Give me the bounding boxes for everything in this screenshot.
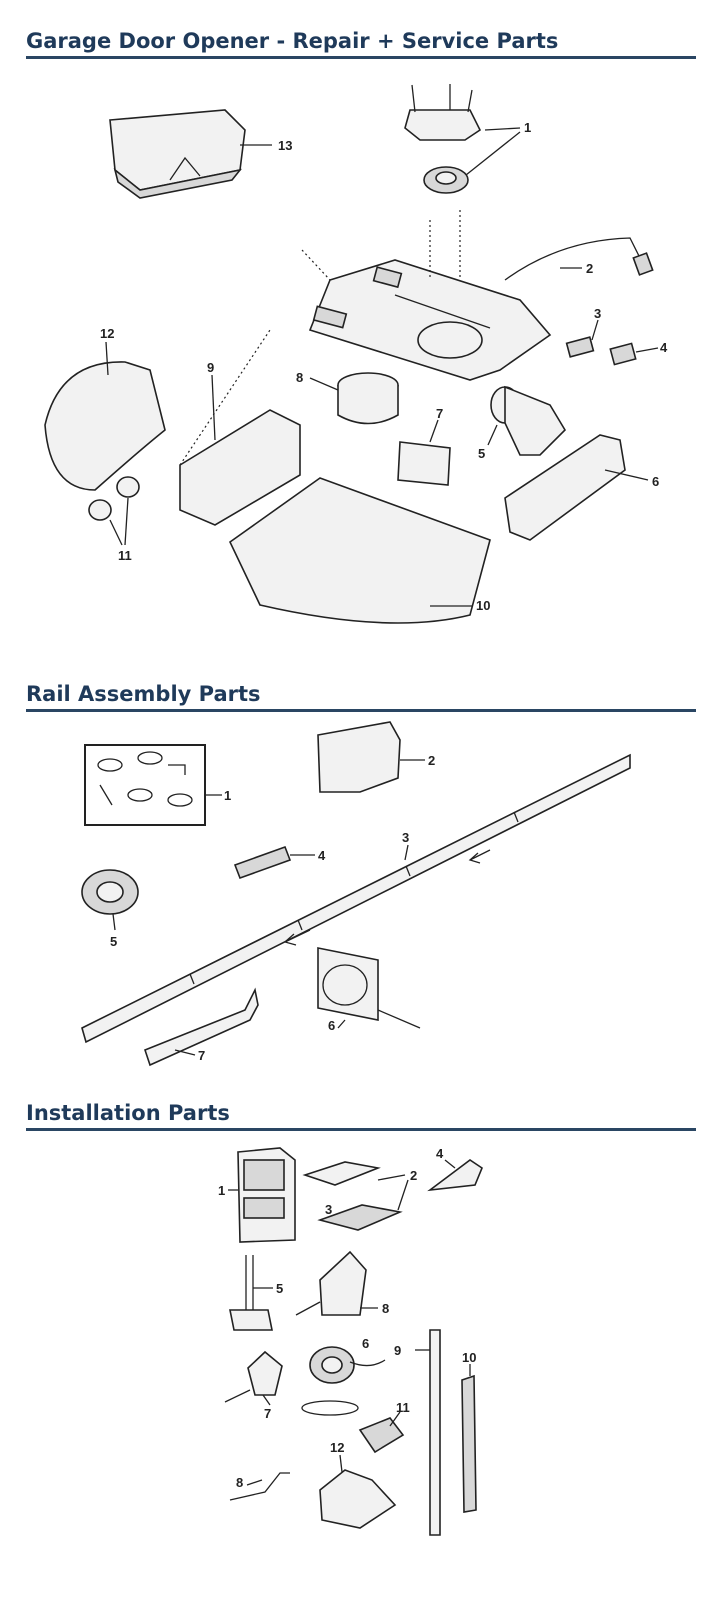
- part-end-panel[interactable]: [44, 361, 166, 491]
- part-power-cord[interactable]: [504, 237, 641, 281]
- callout-13: 13: [278, 138, 292, 153]
- callout-1: 1: [524, 120, 531, 135]
- callout-install-13: 12: [330, 1440, 344, 1455]
- part-chassis-cover[interactable]: [228, 477, 491, 624]
- part-chassis[interactable]: [308, 259, 552, 381]
- part-motor[interactable]: [490, 385, 567, 456]
- callout-11: 11: [118, 548, 132, 563]
- part-capacitor-bracket[interactable]: [397, 441, 451, 486]
- part-idler-pulley[interactable]: [81, 869, 139, 915]
- callout-rail-6: 6: [328, 1018, 335, 1033]
- install-parts-diagram: 1 2 3 4 5 8 6 7 9 10 11 8: [218, 1146, 483, 1536]
- part-capacitor[interactable]: [337, 372, 399, 425]
- part-header-bracket[interactable]: [317, 947, 421, 1029]
- part-gear-and-sprocket[interactable]: [404, 84, 482, 194]
- callout-install-6: 6: [362, 1336, 369, 1351]
- callout-install-12: 11: [396, 1400, 410, 1415]
- part-door-bracket[interactable]: [319, 1469, 397, 1529]
- part-receiver-eye[interactable]: [247, 1350, 283, 1396]
- part-safety-sensor[interactable]: [302, 1161, 403, 1231]
- callout-12: 12: [100, 326, 114, 341]
- part-sensor-bracket[interactable]: [319, 1250, 367, 1316]
- callout-rail-4: 4: [318, 848, 326, 863]
- part-limit-switch[interactable]: [565, 336, 595, 358]
- callout-install-7: 7: [264, 1406, 271, 1421]
- part-wedge-bracket[interactable]: [427, 1159, 483, 1192]
- callout-10: 10: [476, 598, 490, 613]
- part-bent-arm[interactable]: [229, 1472, 290, 1501]
- part-end-panel-bracket[interactable]: [179, 409, 301, 526]
- callout-install-4: 4: [436, 1146, 444, 1161]
- part-terminal-block[interactable]: [609, 342, 637, 366]
- callout-rail-5: 5: [110, 934, 117, 949]
- part-wall-control[interactable]: [237, 1147, 296, 1243]
- part-bracket-bundle[interactable]: [358, 1417, 405, 1454]
- callout-install-1: 1: [218, 1183, 225, 1198]
- callout-rail-7: 7: [198, 1048, 205, 1063]
- callout-install-3: 3: [325, 1202, 332, 1217]
- install-section-title: Installation Parts: [26, 1100, 696, 1131]
- part-spring[interactable]: [233, 845, 292, 880]
- part-light-sockets[interactable]: [88, 476, 140, 521]
- part-rail-hardware-kit[interactable]: [84, 744, 206, 826]
- callout-8: 8: [296, 370, 303, 385]
- part-hanging-strap[interactable]: [429, 1329, 441, 1536]
- callout-5: 5: [478, 446, 485, 461]
- rail-section-title: Rail Assembly Parts: [26, 681, 696, 712]
- part-light-lens-cover[interactable]: [109, 109, 246, 199]
- part-logic-board[interactable]: [504, 434, 626, 541]
- callout-install-9: 8: [236, 1475, 243, 1490]
- callout-install-8a: 8: [382, 1301, 389, 1316]
- callout-2: 2: [586, 261, 593, 276]
- callout-3: 3: [594, 306, 601, 321]
- callout-6: 6: [652, 474, 659, 489]
- part-header-mount[interactable]: [229, 1255, 273, 1331]
- opener-exploded-diagram: 13 1 2 3 4 5 6 7: [44, 84, 668, 624]
- part-door-arm[interactable]: [144, 987, 259, 1067]
- callout-rail-1: 1: [224, 788, 231, 803]
- callout-install-10: 9: [394, 1343, 401, 1358]
- callout-9: 9: [207, 360, 214, 375]
- part-rail-sections[interactable]: [81, 753, 631, 1044]
- rail-exploded-diagram: 1 2 3 4 5 6 7: [81, 721, 631, 1067]
- callout-install-11: 10: [462, 1350, 476, 1365]
- callout-4: 4: [660, 340, 668, 355]
- callout-install-5: 5: [276, 1281, 283, 1296]
- callout-install-2: 2: [410, 1168, 417, 1183]
- part-trolley[interactable]: [317, 721, 401, 793]
- opener-section-title: Garage Door Opener - Repair + Service Pa…: [26, 28, 696, 59]
- callout-rail-2: 2: [428, 753, 435, 768]
- part-perforated-strap[interactable]: [461, 1374, 477, 1513]
- callout-7: 7: [436, 406, 443, 421]
- callout-rail-3: 3: [402, 830, 409, 845]
